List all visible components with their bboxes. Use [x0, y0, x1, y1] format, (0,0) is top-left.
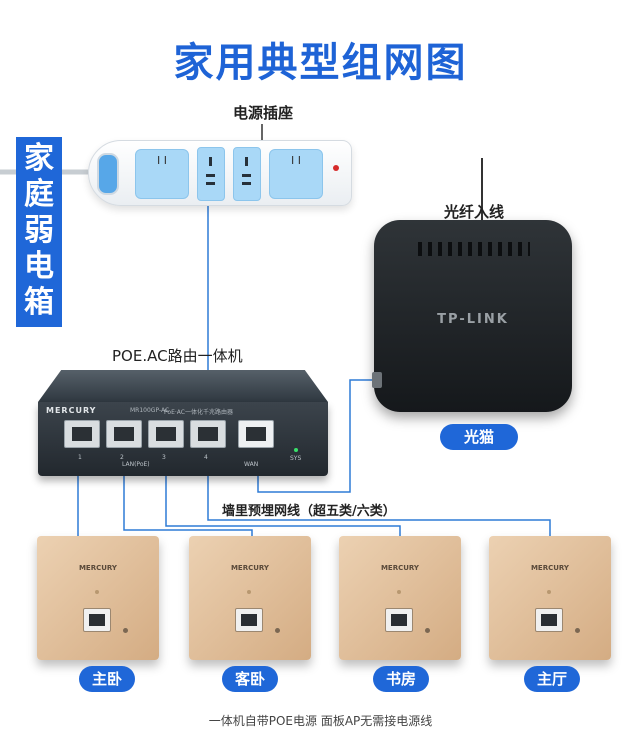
reset-button — [275, 628, 280, 633]
wan-port — [238, 420, 274, 448]
lan-port-4 — [190, 420, 226, 448]
panel-port — [535, 608, 563, 632]
weak-box-char: 庭 — [24, 177, 54, 212]
router-subtitle: PoE·AC一体化千兆路由器 — [164, 409, 233, 416]
outlet-mark: I I — [157, 154, 167, 167]
sys-led — [294, 448, 298, 452]
port-number: 3 — [162, 454, 166, 461]
modem-brand: TP-LINK — [437, 312, 509, 327]
outlet-left: I I — [135, 149, 189, 199]
fiber-in-label: 光纤入线 — [444, 203, 505, 221]
lan-port-1 — [64, 420, 100, 448]
outlet-small-2 — [233, 147, 261, 201]
panel-brand: MERCURY — [380, 564, 420, 572]
lan-cable-4 — [207, 450, 551, 548]
panel-ap-4: MERCURY — [489, 536, 611, 660]
wan-label: WAN — [244, 461, 259, 468]
sys-label: SYS — [290, 455, 302, 462]
modem-port — [372, 372, 382, 388]
modem-name-badge: 光猫 — [440, 424, 518, 450]
lan-port-3 — [148, 420, 184, 448]
panel-brand: MERCURY — [230, 564, 270, 572]
router-label: POE.AC路由一体机 — [112, 347, 243, 365]
panel-led — [95, 590, 99, 594]
port-number: 4 — [204, 454, 208, 461]
optical-modem: TP-LINK — [374, 220, 572, 412]
room-badge-study: 书房 — [373, 666, 429, 692]
power-strip-label: 电源插座 — [233, 104, 294, 122]
weak-box-char: 家 — [24, 141, 54, 176]
outlet-right: I I — [269, 149, 323, 199]
page-title: 家用典型组网图 — [173, 40, 468, 86]
reset-button — [575, 628, 580, 633]
panel-port — [235, 608, 263, 632]
panel-led — [247, 590, 251, 594]
modem-vents — [418, 242, 530, 256]
panel-led — [397, 590, 401, 594]
power-strip: I I I I — [88, 140, 352, 206]
panel-brand: MERCURY — [78, 564, 118, 572]
panel-ap-3: MERCURY — [339, 536, 461, 660]
panel-port — [385, 608, 413, 632]
panel-brand: MERCURY — [530, 564, 570, 572]
room-badge-living-room: 主厅 — [524, 666, 580, 692]
lan-port-2 — [106, 420, 142, 448]
router-brand: MERCURY — [46, 406, 97, 415]
footer-note: 一体机自带POE电源 面板AP无需接电源线 — [208, 714, 433, 728]
outlet-small-1 — [197, 147, 225, 201]
outlet-mark: I I — [291, 154, 301, 167]
panel-ap-2: MERCURY — [189, 536, 311, 660]
port-number: 2 — [120, 454, 124, 461]
room-badge-guest-bedroom: 客卧 — [222, 666, 278, 692]
poe-router: MERCURY MR100GP-AC PoE·AC一体化千兆路由器 1 2 3 … — [38, 402, 328, 476]
indicator-light — [333, 165, 339, 171]
reset-button — [123, 628, 128, 633]
panel-ap-1: MERCURY — [37, 536, 159, 660]
reset-button — [425, 628, 430, 633]
weak-box-char: 电 — [24, 249, 54, 284]
wan-cable — [257, 379, 374, 493]
weak-box-char: 弱 — [24, 213, 54, 248]
weak-current-box-label: 家 庭 弱 电 箱 — [16, 137, 62, 327]
panel-led — [547, 590, 551, 594]
panel-port — [83, 608, 111, 632]
room-badge-master-bedroom: 主卧 — [79, 666, 135, 692]
router-model: MR100GP-AC — [130, 407, 170, 414]
weak-box-char: 箱 — [24, 285, 54, 320]
router-top — [38, 370, 328, 402]
power-switch — [97, 153, 119, 195]
port-number: 1 — [78, 454, 82, 461]
wall-cable-label: 墙里预埋网线（超五类/六类） — [222, 504, 396, 519]
lan-label: LAN(PoE) — [122, 461, 150, 468]
